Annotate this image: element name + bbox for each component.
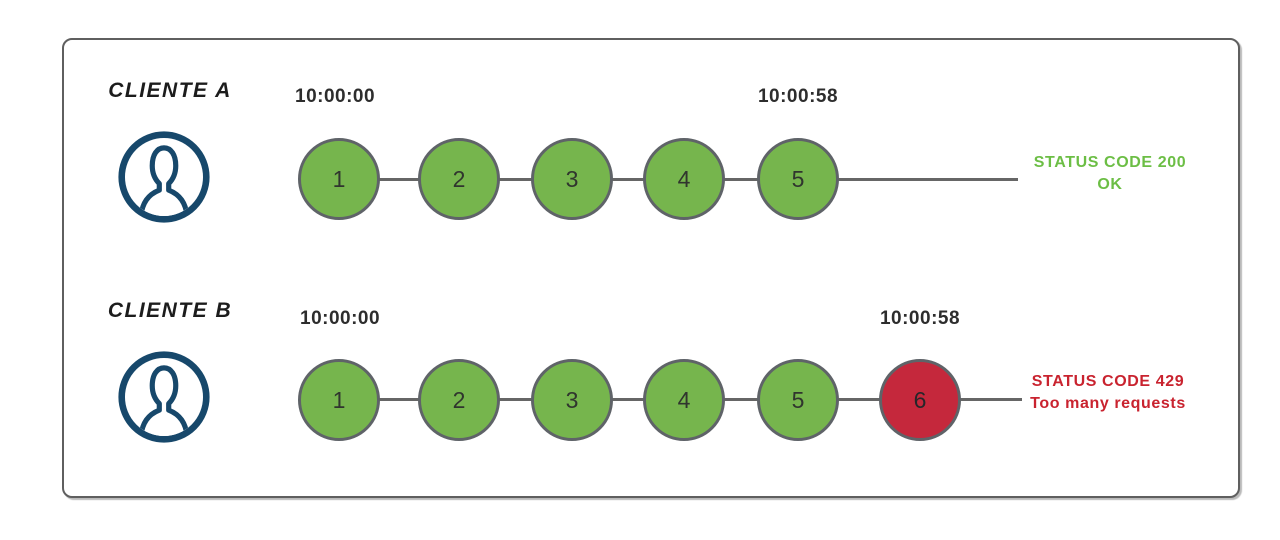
request-circle-blocked: 6 (879, 359, 961, 441)
request-circle: 3 (531, 138, 613, 220)
request-circle: 2 (418, 138, 500, 220)
user-avatar-icon (117, 130, 211, 224)
status-label-success: STATUS CODE 200 OK (1025, 152, 1195, 195)
request-circle: 1 (298, 138, 380, 220)
client-a-label: CLIENTE A (108, 79, 232, 102)
status-message-text: Too many requests (1030, 394, 1186, 412)
request-circle: 3 (531, 359, 613, 441)
timestamp-start: 10:00:00 (295, 86, 376, 107)
status-label-error: STATUS CODE 429 Too many requests (1023, 371, 1193, 414)
status-code-text: STATUS CODE 200 (1033, 154, 1187, 171)
timestamp-end: 10:00:58 (879, 308, 961, 329)
request-circle: 4 (643, 138, 725, 220)
client-b-label: CLIENTE B (107, 299, 233, 322)
diagram-frame (62, 38, 1240, 498)
request-circle: 4 (643, 359, 725, 441)
request-circle: 5 (757, 138, 839, 220)
timestamp-start: 10:00:00 (300, 308, 381, 329)
status-code-text: STATUS CODE 429 (1031, 373, 1185, 390)
timestamp-end: 10:00:58 (757, 86, 839, 107)
request-circle: 2 (418, 359, 500, 441)
status-message-text: OK (1097, 175, 1123, 193)
request-circle: 5 (757, 359, 839, 441)
request-circle: 1 (298, 359, 380, 441)
user-avatar-icon (117, 350, 211, 444)
